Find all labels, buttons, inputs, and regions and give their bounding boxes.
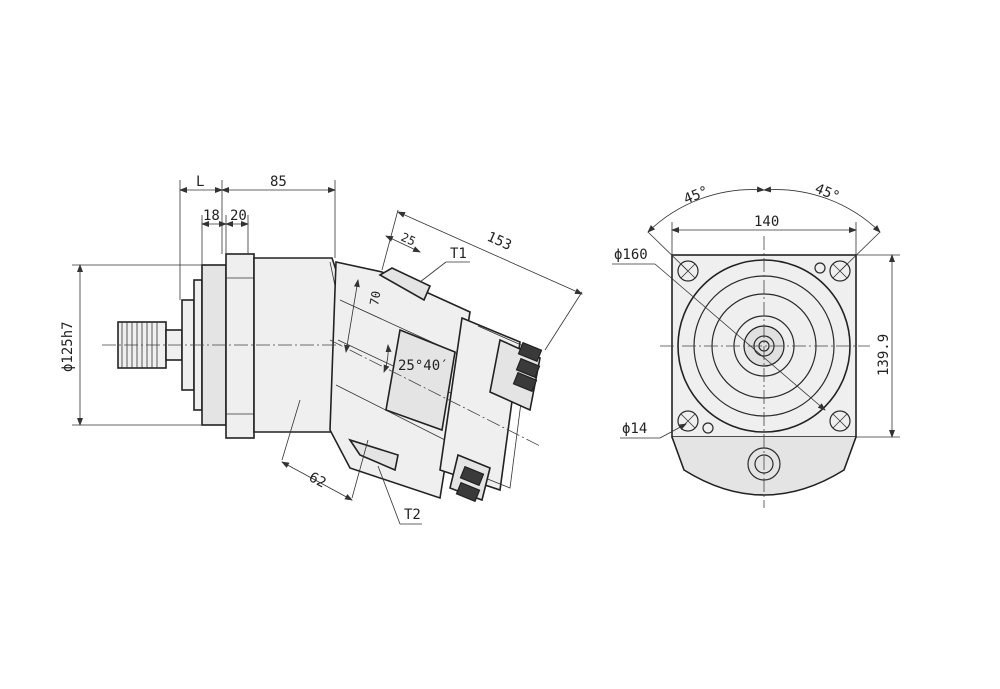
dim-L: L xyxy=(196,174,204,190)
dim-45-right: 45° xyxy=(813,181,842,205)
bolt-nuts xyxy=(455,341,543,503)
dim-85: 85 xyxy=(270,174,287,190)
dim-153: 153 xyxy=(484,229,514,254)
dim-45-left: 45° xyxy=(682,183,711,207)
bolt-hole-br xyxy=(829,410,851,432)
dim-phi160: ϕ160 xyxy=(614,247,648,263)
bolt-hole-tr xyxy=(829,260,851,282)
dim-70: 70 xyxy=(367,290,383,307)
bolt-hole-tl xyxy=(677,260,699,282)
front-view: 45° 45° 140 ϕ160 139.9 ϕ14 xyxy=(612,181,900,508)
side-view: L 85 18 20 ϕ125h7 153 25 T1 70 25 xyxy=(60,174,583,525)
label-T1: T1 xyxy=(450,246,467,262)
dim-phi125h7: ϕ125h7 xyxy=(60,321,76,372)
cylinder-block xyxy=(329,261,471,500)
bolt-hole-bl xyxy=(677,410,699,432)
mounting-flange xyxy=(201,253,255,439)
dim-140: 140 xyxy=(754,214,779,230)
dim-20: 20 xyxy=(230,208,247,224)
dim-phi14: ϕ14 xyxy=(622,421,647,437)
dim-angle: 25°40′ xyxy=(398,358,449,374)
label-T2: T2 xyxy=(404,507,421,523)
dim-62: 62 xyxy=(306,469,328,491)
dim-18: 18 xyxy=(203,208,220,224)
dim-25: 25 xyxy=(399,230,418,249)
dim-139-9: 139.9 xyxy=(876,334,892,376)
